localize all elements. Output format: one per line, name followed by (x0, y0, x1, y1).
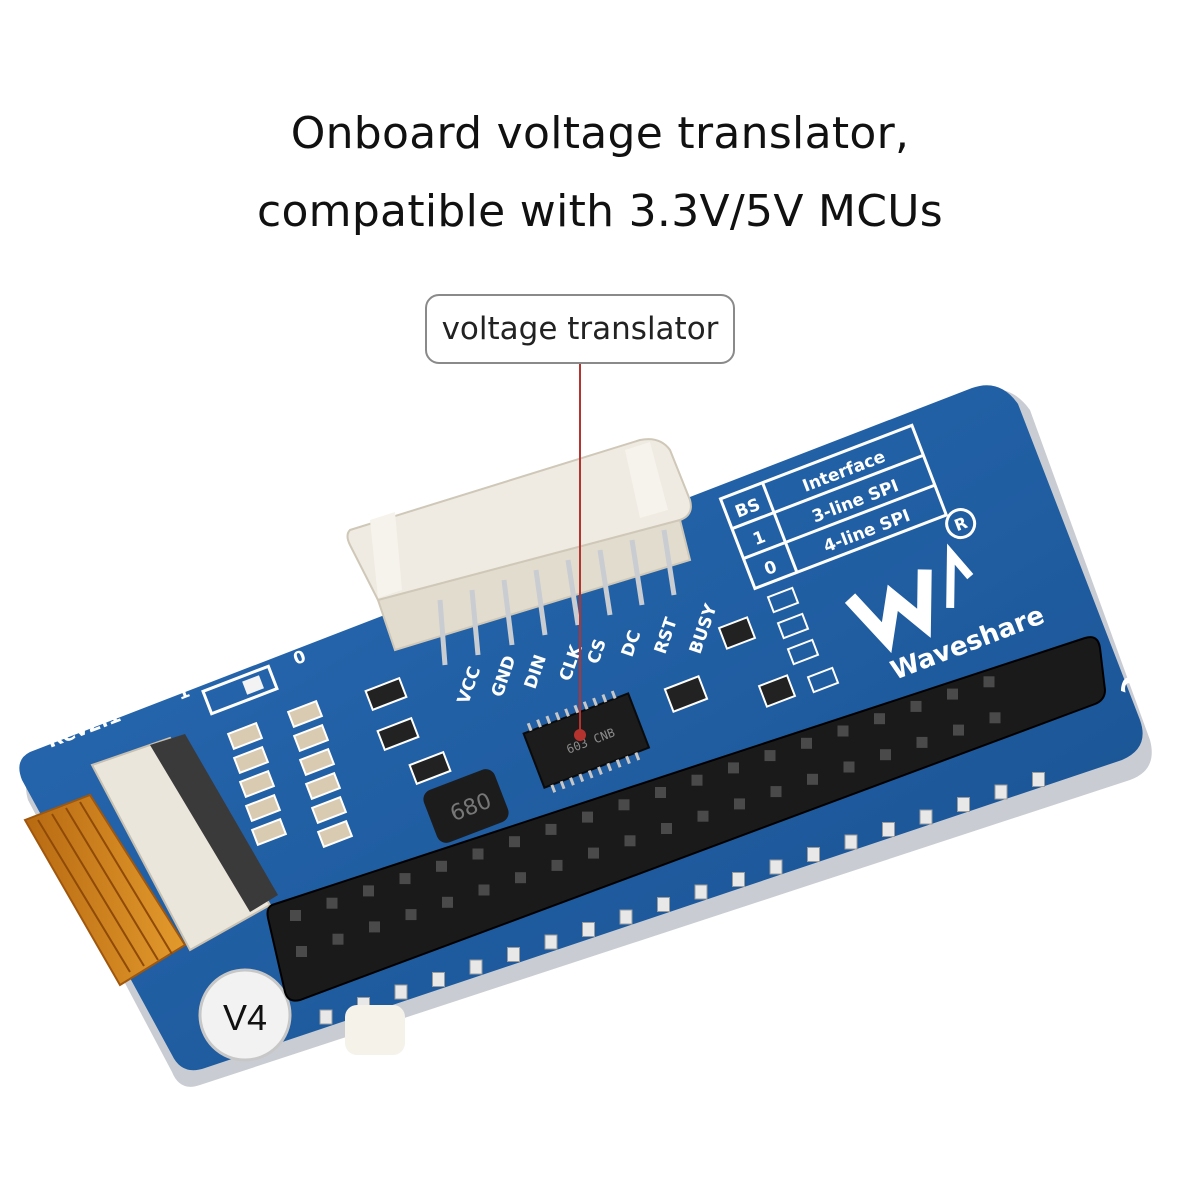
gpio-header-hole (588, 847, 599, 859)
gpio-header-hole (770, 786, 782, 798)
right-side-pads (766, 586, 840, 694)
board-title: 2.13inch e-Paper HAT (1114, 347, 1200, 702)
fpc-connector-left-latch (150, 734, 278, 912)
voltage-translator-callout: voltage translator (425, 294, 735, 364)
gpio-header-pin (432, 972, 445, 987)
gpio-header-hole (728, 762, 739, 774)
gpio-header-hole (326, 897, 338, 909)
gpio-header-pin (732, 872, 745, 887)
gpio-header-hole (734, 798, 745, 810)
gpio-header-hole (989, 712, 1001, 724)
gpio-header-holes (290, 676, 1001, 957)
gpio-header-hole (515, 872, 526, 884)
gpio-header-hole (405, 909, 417, 921)
gpio-header-hole (661, 823, 672, 834)
gpio-header-pin (882, 822, 895, 837)
board-foot (345, 1005, 405, 1055)
gpio-header-hole (399, 873, 411, 885)
bs-jumper-label: BS (213, 643, 244, 671)
callout-label: voltage translator (441, 311, 719, 347)
gpio-header-hole (296, 946, 307, 957)
gpio-header-hole (801, 737, 812, 749)
gpio-header-hole (478, 884, 490, 896)
gpio-header-hole (874, 713, 885, 725)
gpio-header-pin (957, 797, 970, 812)
gpio-header-hole (551, 859, 563, 871)
gpio-header-pin (1032, 772, 1045, 787)
gpio-header (266, 636, 1107, 1002)
gpio-header-hole (624, 835, 636, 847)
gpio-header-hole (697, 810, 709, 822)
gpio-header-pin (807, 847, 820, 862)
fpc-ribbon-traces (37, 801, 173, 973)
gpio-header-hole (509, 836, 520, 848)
fpc-connector-top (346, 438, 692, 652)
gpio-header-pin (582, 922, 595, 937)
gpio-header-hole (947, 688, 958, 700)
gpio-header-pin (657, 897, 670, 912)
connector-pins (437, 529, 677, 666)
gpio-header-hole (807, 773, 818, 785)
gpio-header-pin (469, 959, 483, 975)
gpio-header-pin (394, 984, 408, 1000)
version-badge: V4 (223, 997, 267, 1038)
gpio-header-hole (332, 933, 344, 945)
gpio-header-hole (916, 736, 928, 748)
smd-components (226, 699, 354, 849)
fpc-connector-left (90, 736, 272, 952)
gpio-header-pin (844, 834, 858, 850)
inductor: 680 (423, 769, 509, 843)
gpio-header-hole (655, 787, 666, 798)
gpio-header-pin (769, 859, 783, 875)
gpio-header-hole (545, 823, 557, 835)
gpio-header-pin (919, 809, 933, 825)
gpio-header-pin (694, 884, 708, 900)
gpio-header-hole (764, 750, 776, 762)
gpio-header-hole (953, 724, 964, 736)
gpio-header-hole (290, 910, 301, 921)
headline-line-2: compatible with 3.3V/5V MCUs (256, 186, 944, 237)
gpio-header-hole (618, 799, 630, 811)
gpio-header-hole (369, 921, 380, 933)
gpio-header-hole (436, 860, 447, 872)
gpio-header-hole (442, 896, 453, 908)
bs-jumper-pads (201, 664, 279, 716)
gpio-header-hole (837, 725, 849, 737)
gpio-header-hole (472, 848, 484, 860)
gpio-header-pins (319, 772, 1045, 1025)
mount-hole (198, 968, 292, 1062)
diodes (364, 616, 797, 786)
gpio-header-pin (507, 947, 520, 962)
gpio-header-hole (880, 749, 891, 761)
gpio-header-pin (994, 784, 1008, 800)
gpio-header-hole (582, 811, 593, 823)
gpio-header-hole (363, 885, 374, 897)
voltage-translator-chip: 603 CNB (522, 690, 651, 793)
gpio-header-hole (983, 676, 995, 688)
gpio-header-hole (691, 774, 703, 786)
gpio-header-hole (843, 761, 855, 773)
gpio-header-pin (544, 934, 558, 950)
gpio-header-pin (619, 909, 633, 925)
gpio-header-pin (319, 1009, 333, 1025)
headline-line-1: Onboard voltage translator, (290, 108, 910, 159)
gpio-header-hole (910, 700, 922, 712)
